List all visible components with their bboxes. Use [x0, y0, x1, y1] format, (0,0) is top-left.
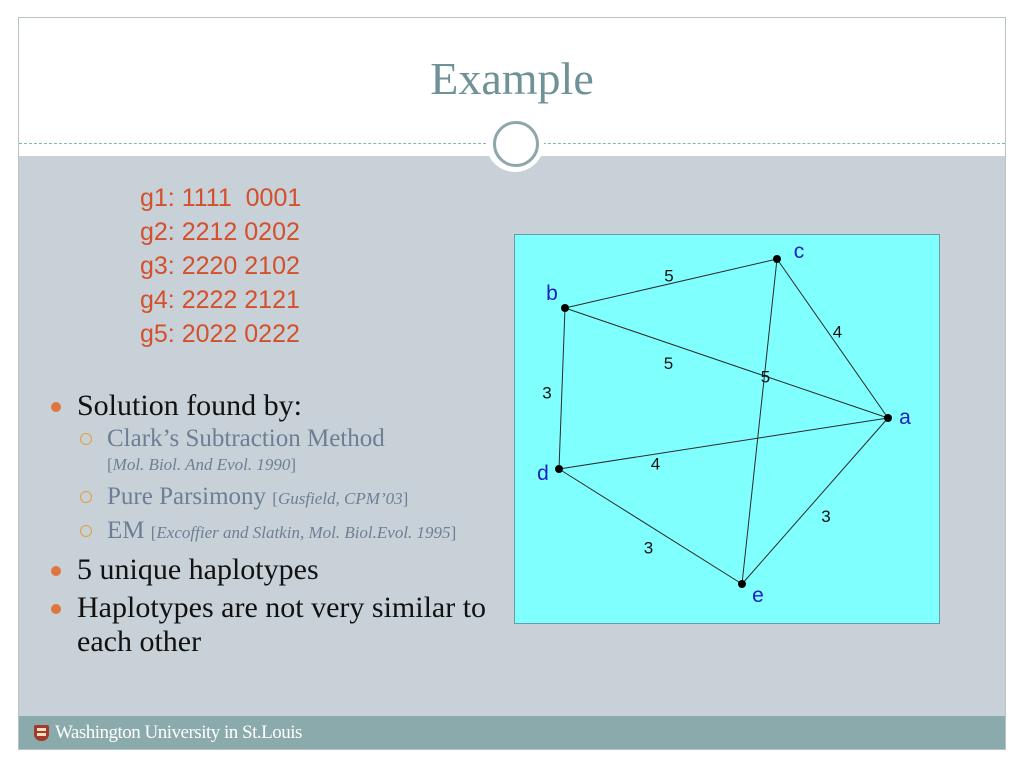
graph-edge-e-a [741, 417, 889, 585]
method-item: Pure Parsimony [Gusfield, CPM’03] [47, 483, 497, 511]
method-name: EM [107, 517, 145, 544]
bullet-solution: Solution found by: [47, 389, 497, 423]
bullet-dot-icon [51, 604, 61, 614]
edge-weight-label: 3 [821, 507, 830, 526]
graph-node-a [884, 414, 892, 422]
genotype-line: g5: 2022 0222 [140, 320, 300, 348]
genotype-line: g3: 2220 2102 [140, 252, 300, 280]
bullet-similarity-text: Haplotypes are not very similar to each … [77, 591, 487, 658]
edge-weight-label: 5 [664, 267, 673, 286]
method-citation: [Excoffier and Slatkin, Mol. Biol.Evol. … [150, 523, 457, 542]
graph-diagram: 5 5 3 4 5 4 3 3 a b c d e [537, 240, 911, 607]
university-shield-icon [34, 725, 49, 741]
genotype-line: g4: 2222 2121 [140, 286, 300, 314]
node-label: c [794, 240, 805, 263]
method-name: Pure Parsimony [107, 483, 267, 510]
node-label: b [546, 282, 558, 305]
title-ring-inner-icon [493, 121, 539, 167]
sub-bullet-circle-icon [80, 525, 92, 537]
genotype-list: g1: 1111 0001 g2: 2212 0202 g3: 2220 2102 g… [140, 181, 301, 351]
method-list: Clark’s Subtraction Method [Mol. Biol. A… [47, 425, 497, 545]
slide-footer: Washington University in St.Louis [19, 716, 1005, 749]
method-name: Clark’s Subtraction Method [107, 425, 385, 452]
genotype-line: g1: 1111 0001 [140, 184, 302, 212]
edge-weight-label: 5 [664, 354, 673, 373]
edge-weight-label: 3 [542, 384, 551, 403]
method-citation: [Gusfield, CPM’03] [272, 489, 409, 508]
graph-node-e [738, 580, 746, 588]
sub-bullet-circle-icon [80, 491, 92, 503]
graph-edge-d-a [558, 417, 889, 470]
graph-edge-c-a [776, 258, 889, 419]
bullet-unique-text: 5 unique haplotypes [77, 553, 319, 586]
bullet-similarity: Haplotypes are not very similar to each … [47, 591, 497, 659]
node-label: a [899, 406, 911, 429]
graph-node-b [561, 304, 569, 312]
node-label: d [537, 462, 549, 485]
graph-panel: 5 5 3 4 5 4 3 3 a b c d e [514, 234, 940, 624]
method-item: Clark’s Subtraction Method [Mol. Biol. A… [47, 425, 497, 477]
graph-edge-b-c [564, 258, 778, 309]
node-label: e [752, 584, 764, 607]
edge-weight-label: 3 [644, 539, 653, 558]
slide: Example g1: 1111 0001 g2: 2212 0202 g3: 22… [18, 17, 1006, 750]
bullet-solution-text: Solution found by: [77, 389, 303, 422]
graph-edge-b-a [564, 307, 889, 419]
method-citation: [Mol. Biol. And Evol. 1990] [107, 455, 297, 474]
graph-edge-d-e [558, 468, 743, 585]
method-item: EM [Excoffier and Slatkin, Mol. Biol.Evo… [47, 517, 497, 545]
slide-title: Example [430, 53, 594, 104]
footer-institution: Washington University in St.Louis [55, 722, 302, 743]
edge-weight-label: 5 [761, 368, 770, 387]
bullet-dot-icon [51, 402, 61, 412]
graph-edge-b-d [558, 307, 566, 470]
graph-edge-c-e [741, 258, 778, 585]
bullet-unique: 5 unique haplotypes [47, 553, 497, 587]
bullet-list: Solution found by: Clark’s Subtraction M… [47, 389, 497, 663]
edge-weight-label: 4 [833, 323, 842, 342]
graph-node-d [555, 465, 563, 473]
genotype-line: g2: 2212 0202 [140, 218, 300, 246]
graph-node-c [773, 255, 781, 263]
sub-bullet-circle-icon [80, 433, 92, 445]
bullet-dot-icon [51, 566, 61, 576]
edge-weight-label: 4 [651, 455, 660, 474]
